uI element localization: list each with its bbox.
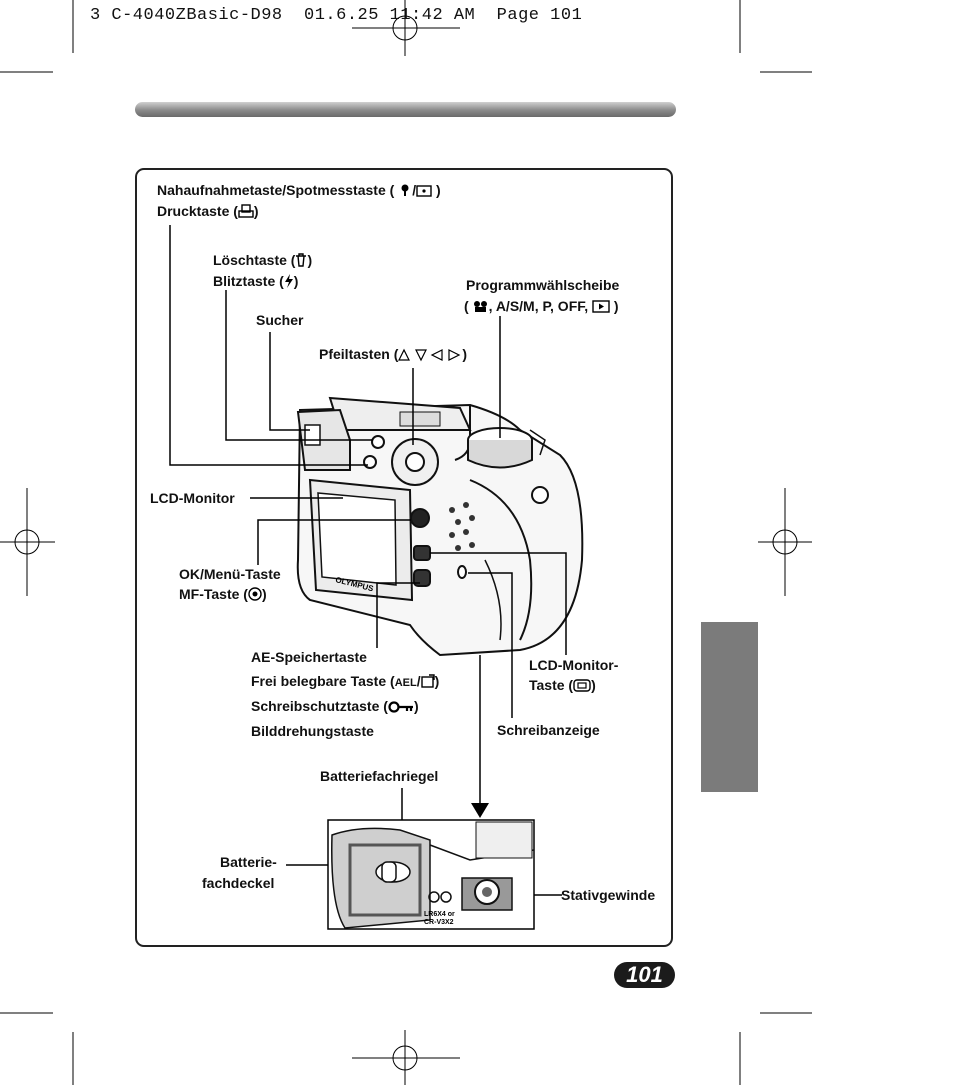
trash-icon bbox=[296, 253, 307, 267]
battery-spec-2: CR-V3X2 bbox=[424, 919, 454, 926]
print-icon bbox=[238, 204, 254, 218]
label-lcd-taste-1: LCD-Monitor- bbox=[529, 657, 619, 673]
label-loesch: Löschtaste () bbox=[213, 252, 313, 268]
label-blitz: Blitztaste () bbox=[213, 273, 299, 289]
label-stativgewinde: Stativgewinde bbox=[561, 887, 656, 903]
arrow-keys-icon bbox=[398, 348, 461, 362]
label-batteriefachriegel: Batteriefachriegel bbox=[320, 768, 439, 784]
mf-button-icon bbox=[248, 587, 262, 601]
label-bilddrehung: Bilddrehungstaste bbox=[251, 723, 374, 739]
top-rule-bar bbox=[135, 102, 676, 117]
label-ae-speicher: AE-Speichertaste bbox=[251, 649, 367, 665]
label-frei: Frei belegbare Taste (AEL/) bbox=[251, 673, 440, 689]
label-lcd-monitor: LCD-Monitor bbox=[150, 490, 235, 506]
monitor-button-icon bbox=[573, 679, 591, 692]
label-sucher: Sucher bbox=[256, 312, 304, 328]
label-programm-modes: ( , A/S/M, P, OFF, ) bbox=[464, 298, 619, 314]
label-druck: Drucktaste () bbox=[157, 203, 259, 219]
label-nahaufnahme: Nahaufnahmetaste/Spotmesstaste ( / ) bbox=[157, 182, 441, 198]
movie-camera-icon bbox=[473, 301, 487, 312]
label-schreibschutz: Schreibschutztaste () bbox=[251, 698, 419, 714]
flash-icon bbox=[284, 274, 293, 288]
macro-flower-icon bbox=[401, 184, 409, 196]
playback-icon bbox=[592, 300, 610, 313]
label-lcd-taste-2: Taste () bbox=[529, 677, 596, 693]
key-lock-icon bbox=[388, 701, 413, 713]
label-mf: MF-Taste () bbox=[179, 586, 267, 602]
ael-text: AEL bbox=[394, 677, 417, 689]
label-batteriefachdeckel-2: fachdeckel bbox=[202, 875, 275, 891]
label-batteriefachdeckel-1: Batterie- bbox=[220, 854, 277, 870]
section-tab bbox=[701, 622, 758, 792]
label-pfeil: Pfeiltasten () bbox=[319, 346, 468, 362]
label-schreibanzeige: Schreibanzeige bbox=[497, 722, 600, 738]
custom-button-icon bbox=[420, 674, 435, 688]
illustration-frame bbox=[135, 168, 673, 947]
spot-metering-icon bbox=[416, 185, 432, 197]
print-header: 3 C-4040ZBasic-D98 01.6.25 11:42 AM Page… bbox=[90, 6, 583, 25]
page-number: 101 bbox=[614, 962, 675, 988]
label-programm: Programmwählscheibe bbox=[466, 277, 620, 293]
battery-spec-1: LR6X4 or bbox=[424, 911, 455, 918]
label-ok-menu: OK/Menü-Taste bbox=[179, 566, 281, 582]
bottom-view-inset: LR6X4 or CR-V3X2 bbox=[327, 819, 535, 930]
